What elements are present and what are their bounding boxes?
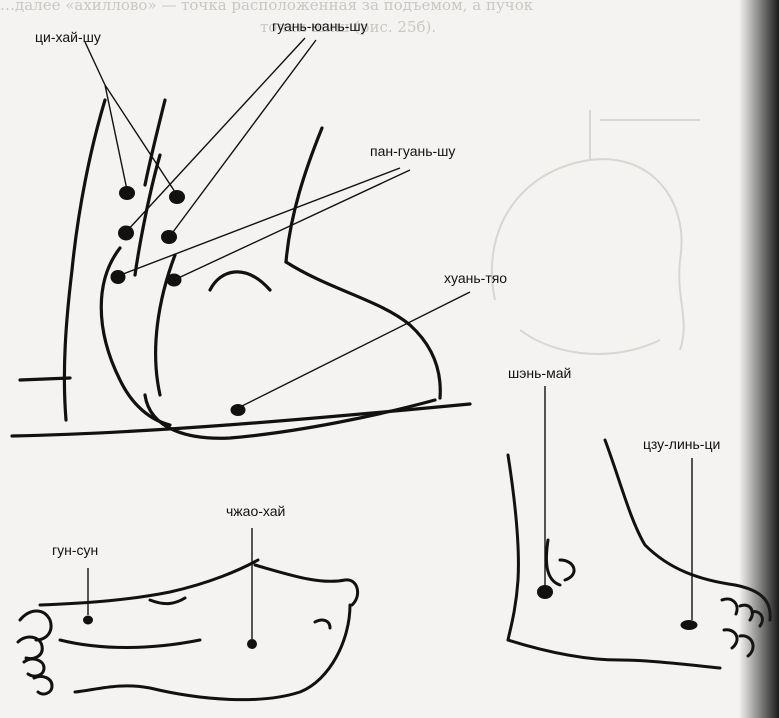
ankle-mark [315,620,330,628]
toe-2 [18,637,42,658]
back-baseline-left [20,378,70,380]
back-outline-right [286,128,322,262]
label-guan-yuan-shu: гуань-юань-шу [272,18,368,34]
label-gong-sun: гун-сун [52,542,98,558]
label-shen-mai: шэнь-май [508,365,571,381]
figure-lateral-foot-leaders [545,386,692,620]
point-qi-hai-shu-right [169,190,185,204]
toe-1 [20,611,51,640]
label-zu-lin-qi: цзу-линь-ци [643,436,720,452]
figure-lateral-foot [508,440,770,668]
toe-3 [24,659,44,676]
ankle-bump [150,598,185,604]
toe-4 [34,676,52,694]
toe-a [722,599,737,614]
foot-top [40,560,258,605]
hip-line [210,272,270,290]
buttock-lower [145,395,435,438]
toe-d [724,630,737,648]
tendon-2 [560,560,574,580]
point-gong-sun [83,616,93,625]
tendon [546,540,560,585]
page-edge-shadow [739,0,779,718]
point-zu-lin-qi [681,620,698,630]
leg-back [508,455,518,640]
figure-medial-foot-leaders [88,528,252,639]
point-guan-yuan-shu-left [118,226,134,241]
label-qi-hai-shu: ци-хай-шу [35,29,101,45]
point-pan-guan-shu-left [111,270,126,284]
point-guan-yuan-shu-right [161,230,177,244]
label-pan-guan-shu: пан-гуань-шу [370,143,455,159]
figure-lateral-foot-points [537,585,698,630]
thigh-outline [286,262,440,398]
bleed-through-head [492,110,700,354]
heel-outline [508,640,720,668]
label-zhao-hai: чжао-хай [226,503,285,519]
arch [60,640,200,648]
label-huan-tiao: хуань-тяо [444,270,507,286]
point-shen-mai [537,585,553,599]
figure-back-points [111,186,246,416]
figure-medial-foot [18,560,358,700]
ankle-top [255,565,358,605]
point-zhao-hai [247,639,257,649]
heel [75,605,350,700]
back-outline-left [64,100,105,420]
